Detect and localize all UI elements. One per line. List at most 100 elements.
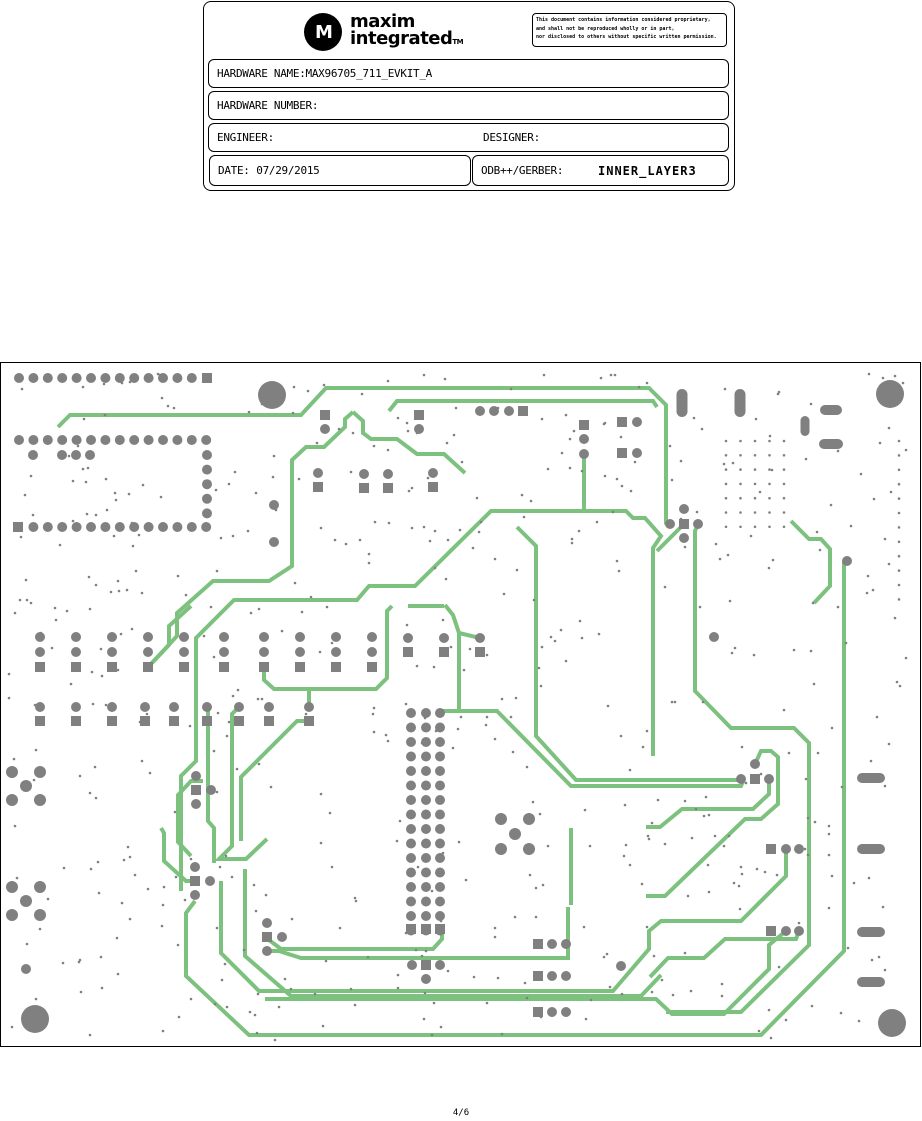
via [219, 536, 223, 540]
via [714, 542, 718, 546]
via [829, 503, 833, 507]
via [647, 837, 651, 841]
round-pad [435, 896, 445, 907]
via [446, 969, 450, 973]
via [414, 948, 418, 952]
via [878, 441, 882, 445]
via [137, 533, 141, 537]
via [386, 739, 390, 743]
via [398, 819, 402, 823]
via [140, 591, 144, 595]
via [737, 884, 741, 888]
via [698, 605, 702, 609]
via [839, 1011, 843, 1015]
slot-pad [800, 416, 810, 436]
via [291, 411, 295, 415]
round-pad [202, 493, 212, 504]
via [541, 883, 545, 887]
via [740, 872, 744, 876]
via [94, 796, 98, 800]
round-pad [406, 896, 416, 907]
via [606, 704, 610, 708]
via [673, 700, 677, 704]
round-pad [129, 522, 140, 532]
copper-trace [243, 869, 663, 998]
via [767, 566, 771, 570]
square-pad [259, 662, 269, 672]
via [577, 529, 581, 533]
via [85, 512, 89, 516]
pad-layer [6, 373, 906, 1037]
via [215, 790, 219, 794]
via [692, 416, 696, 420]
copper-trace [515, 525, 741, 782]
via [146, 887, 150, 891]
via [203, 468, 207, 472]
via [225, 1005, 229, 1009]
round-pad [206, 785, 216, 795]
via [570, 537, 574, 541]
mounting-hole [258, 381, 286, 409]
round-pad [794, 844, 804, 854]
round-pad [169, 702, 179, 712]
round-pad [114, 373, 125, 383]
via [231, 534, 235, 538]
round-pad [186, 522, 197, 532]
copper-trace [387, 399, 659, 413]
pcb-layer-view [0, 362, 921, 1047]
via [611, 510, 615, 514]
square-pad [617, 417, 627, 427]
via [559, 628, 563, 632]
round-pad [435, 766, 445, 776]
via [520, 493, 524, 497]
via [656, 798, 660, 802]
round-pad [403, 633, 413, 643]
via [464, 878, 468, 882]
via [160, 396, 164, 400]
via [724, 482, 728, 486]
via [235, 767, 239, 771]
round-pad [20, 895, 32, 907]
round-pad [421, 867, 431, 878]
round-pad [86, 373, 96, 383]
via [224, 854, 228, 858]
round-pad [435, 867, 445, 878]
via [804, 457, 808, 461]
round-pad [114, 435, 125, 445]
round-pad [367, 632, 377, 642]
via [792, 648, 796, 652]
via [881, 376, 885, 380]
round-pad [406, 751, 416, 762]
via [641, 745, 645, 749]
square-pad [179, 662, 189, 672]
maxim-logo: M maxim integratedTM [304, 12, 464, 52]
via [337, 427, 341, 431]
copper-trace [150, 410, 355, 665]
round-pad [28, 450, 38, 460]
slot-pad [857, 773, 885, 783]
via [29, 474, 33, 478]
round-pad [143, 647, 153, 657]
via [683, 545, 687, 549]
via [720, 994, 724, 998]
via [514, 696, 518, 700]
via [897, 497, 901, 500]
via [704, 795, 708, 799]
via [537, 666, 541, 670]
via [404, 931, 408, 935]
square-pad [262, 932, 272, 942]
round-pad [406, 809, 416, 820]
date-row: DATE: 07/29/2015 [209, 155, 471, 186]
via [456, 727, 460, 731]
round-pad [158, 522, 168, 532]
via [877, 778, 881, 782]
copper-trace [159, 826, 195, 883]
round-pad [842, 556, 852, 566]
via [46, 897, 50, 901]
via [493, 557, 497, 561]
via [479, 520, 483, 524]
round-pad [100, 435, 111, 445]
via [405, 421, 409, 425]
via [730, 651, 734, 655]
square-pad [403, 647, 413, 657]
